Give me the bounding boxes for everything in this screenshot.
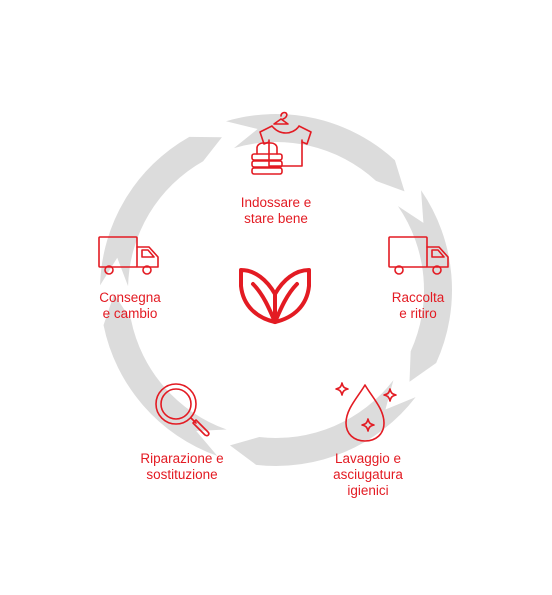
delivery-truck-icon [98, 236, 159, 275]
lotus-logo-icon [239, 268, 311, 324]
ring-arrow-segment-1 [226, 114, 405, 192]
step-label-line: asciugatura [333, 467, 403, 482]
step-label-washing: Lavaggio e asciugatura igienici [308, 451, 428, 499]
ring-arrow-segment-4 [103, 294, 227, 456]
ring-arrow-segment-2 [397, 190, 453, 382]
water-drop-sparkles-icon [335, 382, 397, 442]
step-label-repair: Riparazione e sostituzione [116, 451, 248, 483]
step-label-line: e ritiro [399, 306, 437, 321]
step-label-line: Lavaggio e [334, 451, 402, 466]
step-label-delivery: Consegna e cambio [70, 290, 190, 322]
ring-arrow-segment-3 [229, 380, 416, 467]
step-label-line: Indossare e [240, 195, 312, 210]
step-label-line: sostituzione [146, 467, 218, 482]
step-label-line: stare bene [244, 211, 308, 226]
magnifying-glass-icon [155, 383, 210, 437]
delivery-truck-icon [388, 236, 449, 275]
shirt-on-hanger-with-folded-clothes-icon [251, 111, 312, 175]
step-label-line: e cambio [102, 306, 158, 321]
step-label-line: igienici [347, 483, 389, 498]
ring-arrow-segment-5 [100, 136, 222, 287]
step-label-line: Riparazione e [140, 451, 224, 466]
step-label-collection: Raccolta e ritiro [358, 290, 478, 322]
step-label-wear: Indossare e stare bene [206, 195, 346, 227]
step-label-line: Consegna [99, 290, 161, 305]
step-label-line: Raccolta [391, 290, 445, 305]
